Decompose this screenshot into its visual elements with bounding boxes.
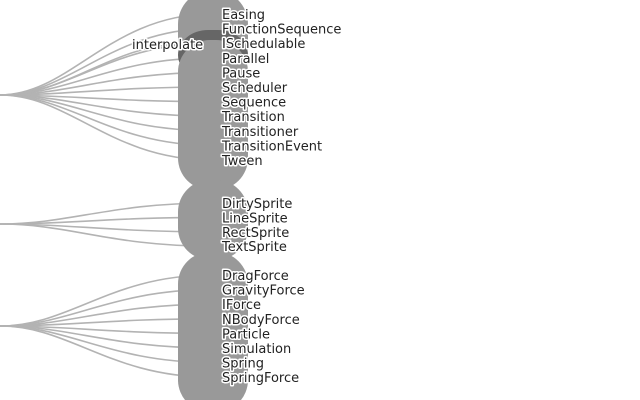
node-label-interpolate[interactable]: interpolate xyxy=(131,37,205,55)
edge-springforce xyxy=(0,325,213,378)
node-label-gravityforce[interactable]: GravityForce xyxy=(221,282,307,300)
edge-textsprite xyxy=(0,223,213,247)
node-label-transitioner[interactable]: Transitioner xyxy=(220,123,301,141)
edge-tween xyxy=(0,94,213,161)
node-cluster-animate-body xyxy=(178,40,248,190)
node-label-easing[interactable]: Easing xyxy=(221,7,267,25)
edge-interpolate xyxy=(0,43,187,96)
edge-layer xyxy=(0,13,213,378)
node-label-tween[interactable]: Tween xyxy=(220,153,265,171)
node-label-iforce[interactable]: IForce xyxy=(221,297,263,315)
node-label-linesprite[interactable]: LineSprite xyxy=(221,210,290,228)
node-cluster-physics xyxy=(178,252,248,400)
node-label-functionsequence[interactable]: FunctionSequence xyxy=(221,21,343,39)
node-label-springforce[interactable]: SpringForce xyxy=(221,370,301,388)
node-label-pause[interactable]: Pause xyxy=(221,65,262,83)
node-label-dirtysprite[interactable]: DirtySprite xyxy=(221,196,294,214)
node-label-rectsprite[interactable]: RectSprite xyxy=(221,224,291,242)
node-label-textsprite[interactable]: TextSprite xyxy=(220,239,289,257)
node-label-particle[interactable]: Particle xyxy=(221,326,272,344)
node-layer xyxy=(178,0,248,400)
node-label-simulation[interactable]: Simulation xyxy=(221,341,293,359)
label-layer: EasingFunctionSequenceISchedulableParall… xyxy=(131,7,343,388)
node-label-sequence[interactable]: Sequence xyxy=(221,94,288,112)
node-cluster-display xyxy=(178,180,248,260)
node-label-parallel[interactable]: Parallel xyxy=(221,50,271,68)
node-label-spring[interactable]: Spring xyxy=(221,355,266,373)
node-label-transitionevent[interactable]: TransitionEvent xyxy=(220,138,324,156)
node-label-dragforce[interactable]: DragForce xyxy=(221,268,291,286)
node-label-transition[interactable]: Transition xyxy=(220,109,287,127)
node-label-scheduler[interactable]: Scheduler xyxy=(221,80,290,98)
node-label-nbodyforce[interactable]: NBodyForce xyxy=(221,311,302,329)
node-label-ischedulable[interactable]: ISchedulable xyxy=(221,36,307,54)
